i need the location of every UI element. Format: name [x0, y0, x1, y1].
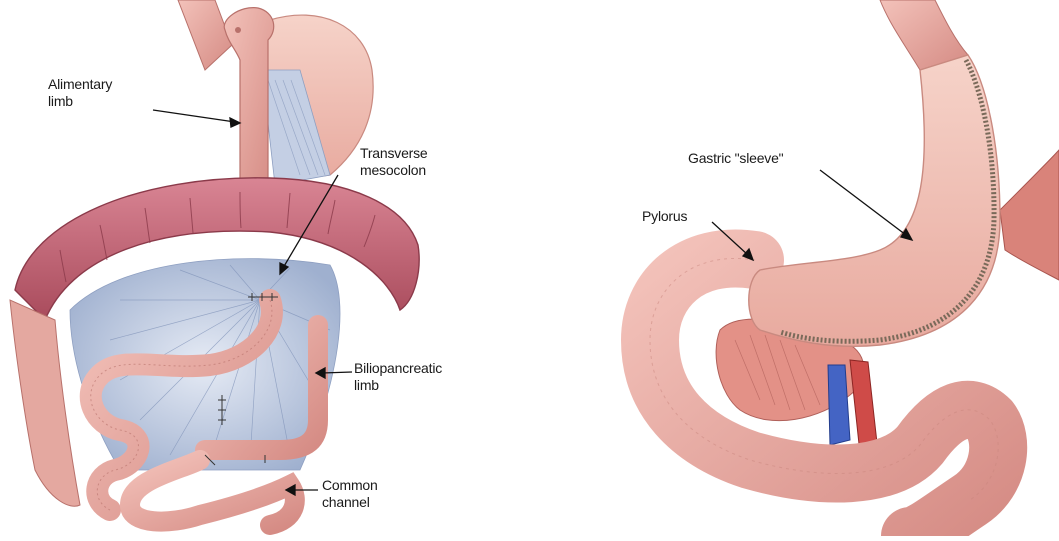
staple-mark: [235, 27, 241, 33]
gastric-sleeve: [749, 55, 1000, 346]
omentum-tissue: [1000, 150, 1059, 280]
label-gastric-sleeve: Gastric "sleeve": [688, 150, 783, 167]
sleeve-gastrectomy-diagram: [650, 0, 1059, 536]
label-common-channel: Common channel: [322, 477, 378, 511]
label-alimentary-limb: Alimentary limb: [48, 76, 112, 110]
ascending-colon: [10, 300, 80, 506]
label-biliopancreatic-limb: Biliopancreatic limb: [354, 360, 442, 394]
label-pylorus: Pylorus: [642, 208, 687, 225]
esophagus: [178, 0, 232, 70]
alimentary-limb: [224, 8, 273, 190]
label-transverse-mesocolon: Transverse mesocolon: [360, 145, 428, 179]
